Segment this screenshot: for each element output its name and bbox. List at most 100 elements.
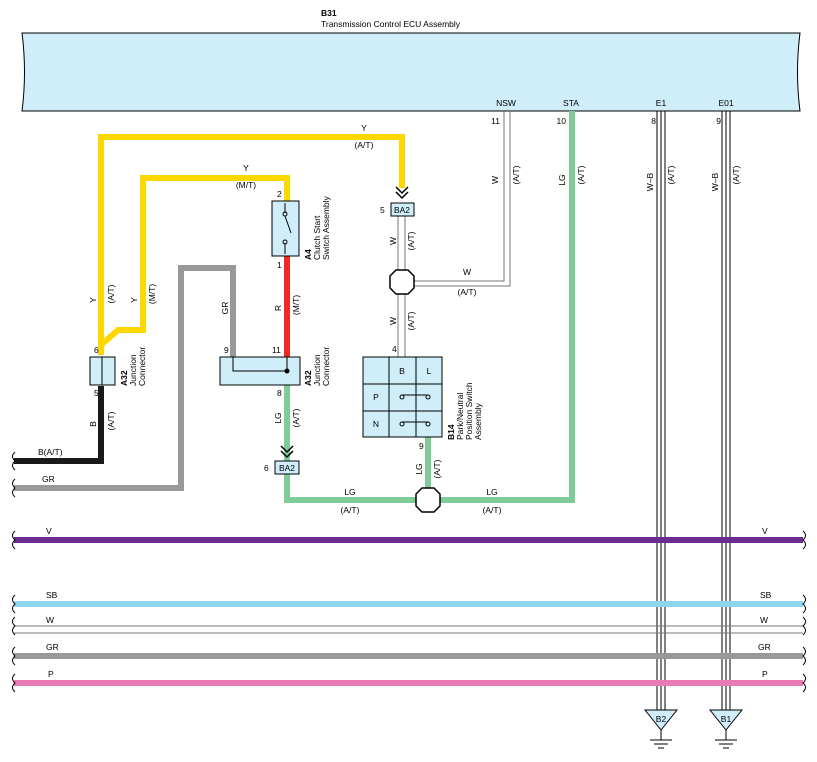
connector-ba2-bottom xyxy=(274,445,300,475)
label-gr-bus-right: GR xyxy=(758,642,771,652)
pn-cell-n: N xyxy=(373,419,379,429)
label-w-pn: W xyxy=(388,317,398,325)
label-sb-right: SB xyxy=(760,590,772,600)
park-neutral-switch xyxy=(362,356,443,438)
label-at-top: (A/T) xyxy=(355,140,374,150)
wire-white-nsw xyxy=(413,111,511,287)
pn-name-line3: Assembly xyxy=(473,402,483,440)
label-at-w-ba2: (A/T) xyxy=(406,231,416,250)
label-w-ba2: W xyxy=(388,237,398,245)
junction-mid-pin-left: 9 xyxy=(224,345,229,355)
junction-connector-mid xyxy=(219,356,301,386)
label-p-right: P xyxy=(762,669,768,679)
pn-pin-bottom: 9 xyxy=(419,441,424,451)
pn-cell-l: L xyxy=(427,366,432,376)
ba2-bottom-pin: 6 xyxy=(264,463,269,473)
label-r-vert: R xyxy=(273,305,283,311)
label-lg-vert: LG xyxy=(273,412,283,423)
junction-left-name-line2: Connector xyxy=(137,347,147,386)
bus-w xyxy=(14,625,803,634)
label-y-left: Y xyxy=(88,297,98,303)
label-at-lg-right: (A/T) xyxy=(483,505,502,515)
ecu-pin-nsw-num: 11 xyxy=(491,116,500,126)
label-mt-top: (M/T) xyxy=(236,180,256,190)
label-w-right: W xyxy=(760,615,768,625)
label-at-y-left: (A/T) xyxy=(106,284,116,303)
label-v-left: V xyxy=(46,526,52,536)
junction-mid-name-line1: Junction xyxy=(312,354,322,386)
label-at-w-pn: (A/T) xyxy=(406,311,416,330)
label-b-at: B(A/T) xyxy=(38,447,63,457)
label-mt-vert: (M/T) xyxy=(147,284,157,304)
ba2-bottom-label: BA2 xyxy=(279,463,295,473)
junction-mid-name-line2: Connector xyxy=(321,347,331,386)
ba2-top-pin: 5 xyxy=(380,205,385,215)
splice-green xyxy=(415,487,441,513)
ground-b1-label: B1 xyxy=(721,714,732,724)
splice-white xyxy=(389,269,415,295)
ecu-pin-e1-name: E1 xyxy=(656,98,667,108)
ground-b1-icon xyxy=(708,709,744,749)
clutch-start-switch xyxy=(271,200,300,257)
label-y-top: Y xyxy=(361,123,367,133)
ecu-pin-sta-name: STA xyxy=(563,98,579,108)
label-sb-left: SB xyxy=(46,590,58,600)
break-marks xyxy=(12,451,806,693)
label-gr-vert: GR xyxy=(220,302,230,315)
ba2-top-label: BA2 xyxy=(394,205,410,215)
ecu-code: B31 xyxy=(321,8,337,18)
wire-yellow-mt xyxy=(98,175,290,355)
label-at-w-ecu: (A/T) xyxy=(511,165,521,184)
junction-left-code: A32 xyxy=(119,370,129,386)
pn-code: B14 xyxy=(446,424,456,440)
clutch-pin-top: 2 xyxy=(277,189,282,199)
junction-mid-code: A32 xyxy=(303,370,313,386)
label-at-b: (A/T) xyxy=(106,411,116,430)
ecu-pin-sta-num: 10 xyxy=(557,116,567,126)
junction-left-pin-top: 6 xyxy=(94,345,99,355)
label-lg-pn: LG xyxy=(414,463,424,474)
ecu-pin-nsw-name: NSW xyxy=(496,98,516,108)
label-at-lg-ecu: (A/T) xyxy=(576,165,586,184)
ecu-pin-e01-name: E01 xyxy=(718,98,733,108)
label-b-vert: B xyxy=(88,421,98,427)
ecu-name: Transmission Control ECU Assembly xyxy=(321,19,461,29)
label-mt-r: (M/T) xyxy=(291,295,301,315)
wire-gr-junction xyxy=(14,265,236,491)
wire-green-lg xyxy=(284,385,428,503)
ecu-pin-e01-num: 9 xyxy=(716,116,721,126)
pn-cell-p: P xyxy=(373,392,379,402)
wire-green-sta xyxy=(428,111,575,503)
label-p-left: P xyxy=(48,669,54,679)
label-y-mt: Y xyxy=(243,163,249,173)
ecu-pin-e1-num: 8 xyxy=(651,116,656,126)
pn-pin-top: 4 xyxy=(392,344,397,354)
label-at-lg-pn: (A/T) xyxy=(432,459,442,478)
ground-b2-label: B2 xyxy=(656,714,667,724)
label-wb-e1: W–B xyxy=(645,172,655,191)
wire-wb-e1 xyxy=(656,111,666,710)
wire-black-b xyxy=(14,386,104,464)
label-gr-bus-left: GR xyxy=(46,642,59,652)
label-at-wb-e1: (A/T) xyxy=(666,165,676,184)
junction-left-name-line1: Junction xyxy=(128,354,138,386)
label-at-lg-left: (A/T) xyxy=(341,505,360,515)
label-w-ecu: W xyxy=(490,176,500,184)
label-lg-right: LG xyxy=(486,487,497,497)
clutch-name-line2: Switch Assembly xyxy=(321,195,331,260)
label-w-nsw: W xyxy=(463,267,471,277)
label-wb-e01: W–B xyxy=(710,172,720,191)
clutch-code: A4 xyxy=(303,249,313,260)
label-gr-left: GR xyxy=(42,474,55,484)
label-w-left: W xyxy=(46,615,54,625)
junction-left-pin-bottom: 5 xyxy=(94,388,99,398)
label-at-nsw: (A/T) xyxy=(458,287,477,297)
label-at-wb-e01: (A/T) xyxy=(731,165,741,184)
wire-wb-e01 xyxy=(721,111,731,710)
ecu-body xyxy=(21,32,801,112)
connector-ba2-top xyxy=(390,186,415,217)
pn-name-line1: Park/Neutral xyxy=(455,393,465,440)
junction-mid-pin-bottom: 8 xyxy=(277,388,282,398)
